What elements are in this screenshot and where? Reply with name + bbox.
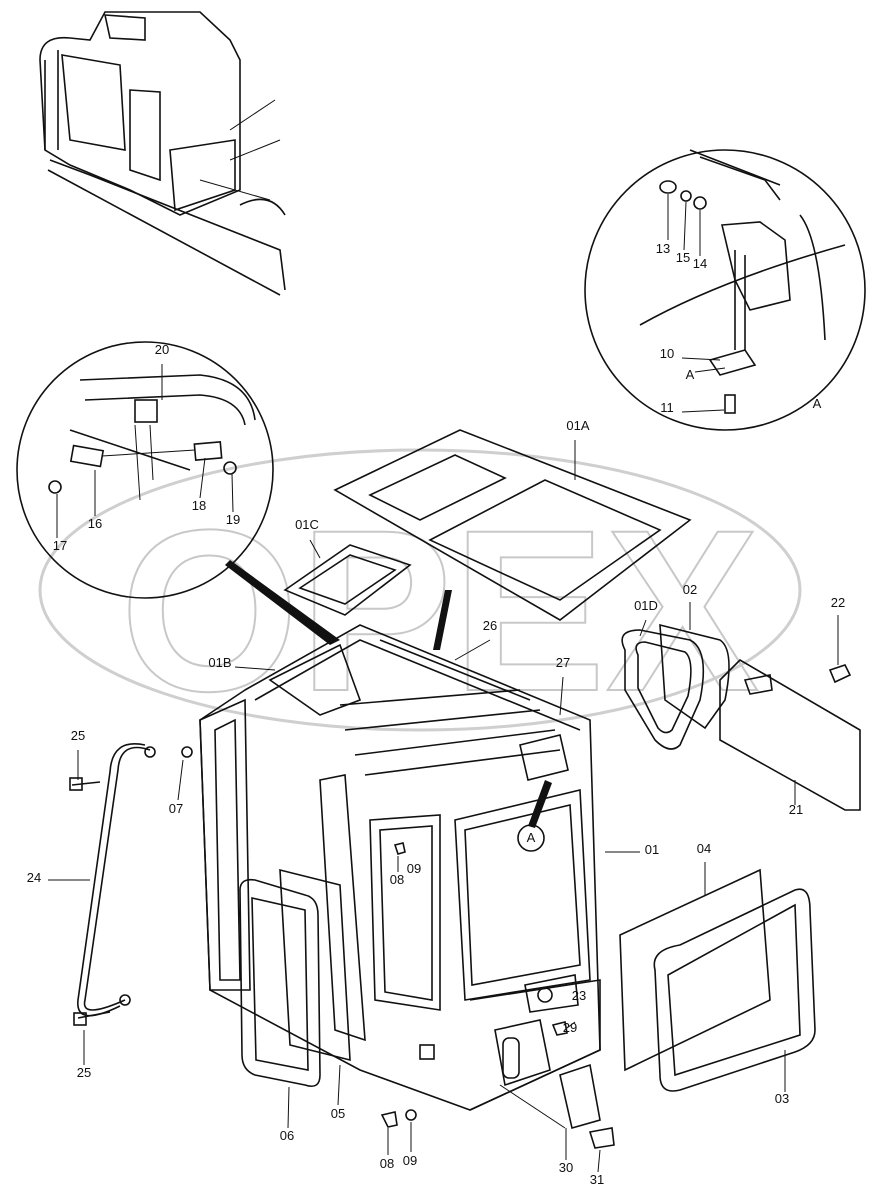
callout-21: 21 [789,802,803,817]
seal-01C [225,539,412,645]
bolt-29 [551,1021,576,1036]
callout-08a: 08 [390,872,404,887]
callout-01: 01 [645,842,659,857]
roof-panel-01A [333,429,692,621]
callout-20: 20 [155,342,169,357]
seal-01D [621,619,705,750]
callout-22: 22 [831,595,845,610]
watermark-text: ОРЕХ [120,482,759,739]
callout-02: 02 [683,582,697,597]
callout-09b: 09 [403,1153,417,1168]
machine-overview [39,11,286,296]
callout-06: 06 [280,1128,294,1143]
callout-03: 03 [775,1091,789,1106]
bolt-08-09 [380,842,417,1155]
callout-05: 05 [331,1106,345,1121]
callout-A2: A [813,396,822,411]
callout-15: 15 [676,250,690,265]
cab-body-01 [199,590,640,1111]
callout-29: 29 [563,1020,577,1035]
callout-13: 13 [656,241,670,256]
callout-04: 04 [697,841,711,856]
glass-05 [279,868,351,1106]
callout-18: 18 [192,498,206,513]
detail-circle-right [584,149,866,431]
bolt-07 [177,746,193,801]
seal-06 [239,878,321,1129]
callout-08b: 08 [380,1156,394,1171]
callout-31: 31 [590,1172,604,1187]
callout-01D: 01D [634,598,658,613]
callout-25b: 25 [77,1065,91,1080]
callout-16: 16 [88,516,102,531]
callout-27: 27 [556,655,570,670]
callout-11: 11 [660,400,674,415]
callout-23: 23 [572,988,586,1003]
callout-24: 24 [27,870,41,885]
callout-09a: 09 [407,861,421,876]
glass-21 [719,658,861,811]
callout-26: 26 [483,618,497,633]
bolt-22 [828,615,852,684]
plate-30 [499,1063,615,1173]
callout-14: 14 [693,256,707,271]
callout-07: 07 [169,801,183,816]
detail-circle-left [16,341,274,599]
callout-25a: 25 [71,728,85,743]
callout-01B: 01B [208,655,231,670]
callout-10: 10 [660,346,674,361]
handrail-24 [48,743,156,1065]
callout-01A: 01A [566,418,589,433]
callout-19: 19 [226,512,240,527]
callout-30: 30 [559,1160,573,1175]
glass-04 [619,862,771,1072]
callout-01C: 01C [295,517,319,532]
callout-A1: A [686,367,695,382]
seal-03 [653,888,816,1092]
glass-02 [659,602,730,730]
callout-17: 17 [53,538,67,553]
callout-A3: A [527,830,536,845]
